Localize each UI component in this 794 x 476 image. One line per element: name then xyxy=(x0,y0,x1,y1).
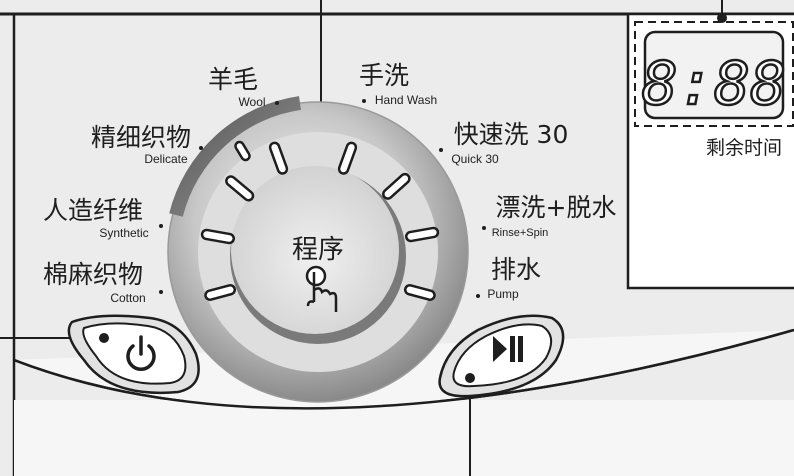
dial-tick-wool xyxy=(268,141,289,175)
dial-dark-arc xyxy=(169,96,302,217)
program-labels: 羊毛 Wool 手洗 Hand Wash 精细织物 Delicate 快速洗 3… xyxy=(43,61,616,305)
power-button[interactable] xyxy=(67,314,200,394)
power-icon-arc xyxy=(126,344,156,371)
program-cotton-dot xyxy=(159,290,163,294)
power-icon xyxy=(126,335,156,371)
play-pause-icon xyxy=(493,336,523,362)
program-synthetic-dot xyxy=(159,224,163,228)
dial-tick-cotton xyxy=(204,284,237,301)
program-wool-dot xyxy=(275,101,279,105)
program-pump-dot xyxy=(476,294,480,298)
display-screen xyxy=(643,30,785,120)
display-caption: 剩余时间 xyxy=(706,137,782,159)
dial-tick-rinsespin xyxy=(405,226,440,243)
dial-tick-upper-left xyxy=(234,140,251,162)
hand-pointer-ring xyxy=(305,265,327,287)
panel-bottom-fill xyxy=(14,400,794,476)
program-quick30-en: Quick 30 xyxy=(451,152,499,166)
program-handwash-dot xyxy=(362,99,366,103)
display-time: 8:88 xyxy=(642,49,787,119)
hand-pointer-icon xyxy=(305,265,338,312)
start-button-inner xyxy=(452,323,553,388)
program-cotton-en: Cotton xyxy=(110,291,145,305)
power-button-callout-dot xyxy=(99,333,109,343)
program-synthetic-zh: 人造纤维 xyxy=(43,196,143,225)
dial-tick-delicate xyxy=(225,175,255,202)
dial-inner-knob[interactable] xyxy=(231,166,399,334)
play-pause-icon-triangle xyxy=(493,336,507,362)
program-synthetic-en: Synthetic xyxy=(99,226,148,240)
program-wool-zh: 羊毛 xyxy=(208,65,258,94)
program-rinsespin-zh: 漂洗+脱水 xyxy=(496,193,617,222)
start-pause-button[interactable] xyxy=(438,314,565,398)
start-button-callout-dot xyxy=(465,373,475,383)
program-wool-en: Wool xyxy=(238,95,265,109)
program-quick30-zh: 快速洗 30 xyxy=(454,120,569,149)
display-frame xyxy=(634,21,794,127)
hand-pointer-finger xyxy=(306,272,338,312)
callout-dot-display xyxy=(717,13,727,23)
panel-lower-curve-line xyxy=(13,328,794,410)
dial-tick-synthetic xyxy=(200,228,235,245)
program-delicate-en: Delicate xyxy=(144,152,188,166)
program-handwash-zh: 手洗 xyxy=(359,61,409,90)
program-rinsespin-dot xyxy=(482,226,486,230)
dial-tick-handwash xyxy=(337,141,358,175)
play-pause-icon-bar-2 xyxy=(518,336,523,362)
dial-tick-pump xyxy=(403,284,436,301)
dial-label: 程序 xyxy=(292,235,344,265)
program-delicate-dot xyxy=(199,146,203,150)
dial-ticks xyxy=(200,140,440,301)
program-cotton-zh: 棉麻织物 xyxy=(43,260,143,289)
program-pump-zh: 排水 xyxy=(491,255,541,284)
program-quick30-dot xyxy=(439,148,443,152)
program-handwash-en: Hand Wash xyxy=(375,93,437,107)
program-rinsespin-en: Rinse+Spin xyxy=(492,227,549,239)
program-delicate-zh: 精细织物 xyxy=(91,123,191,152)
dial-tick-quick30 xyxy=(382,172,411,200)
play-pause-icon-bar-1 xyxy=(510,336,515,362)
program-pump-en: Pump xyxy=(487,287,519,301)
